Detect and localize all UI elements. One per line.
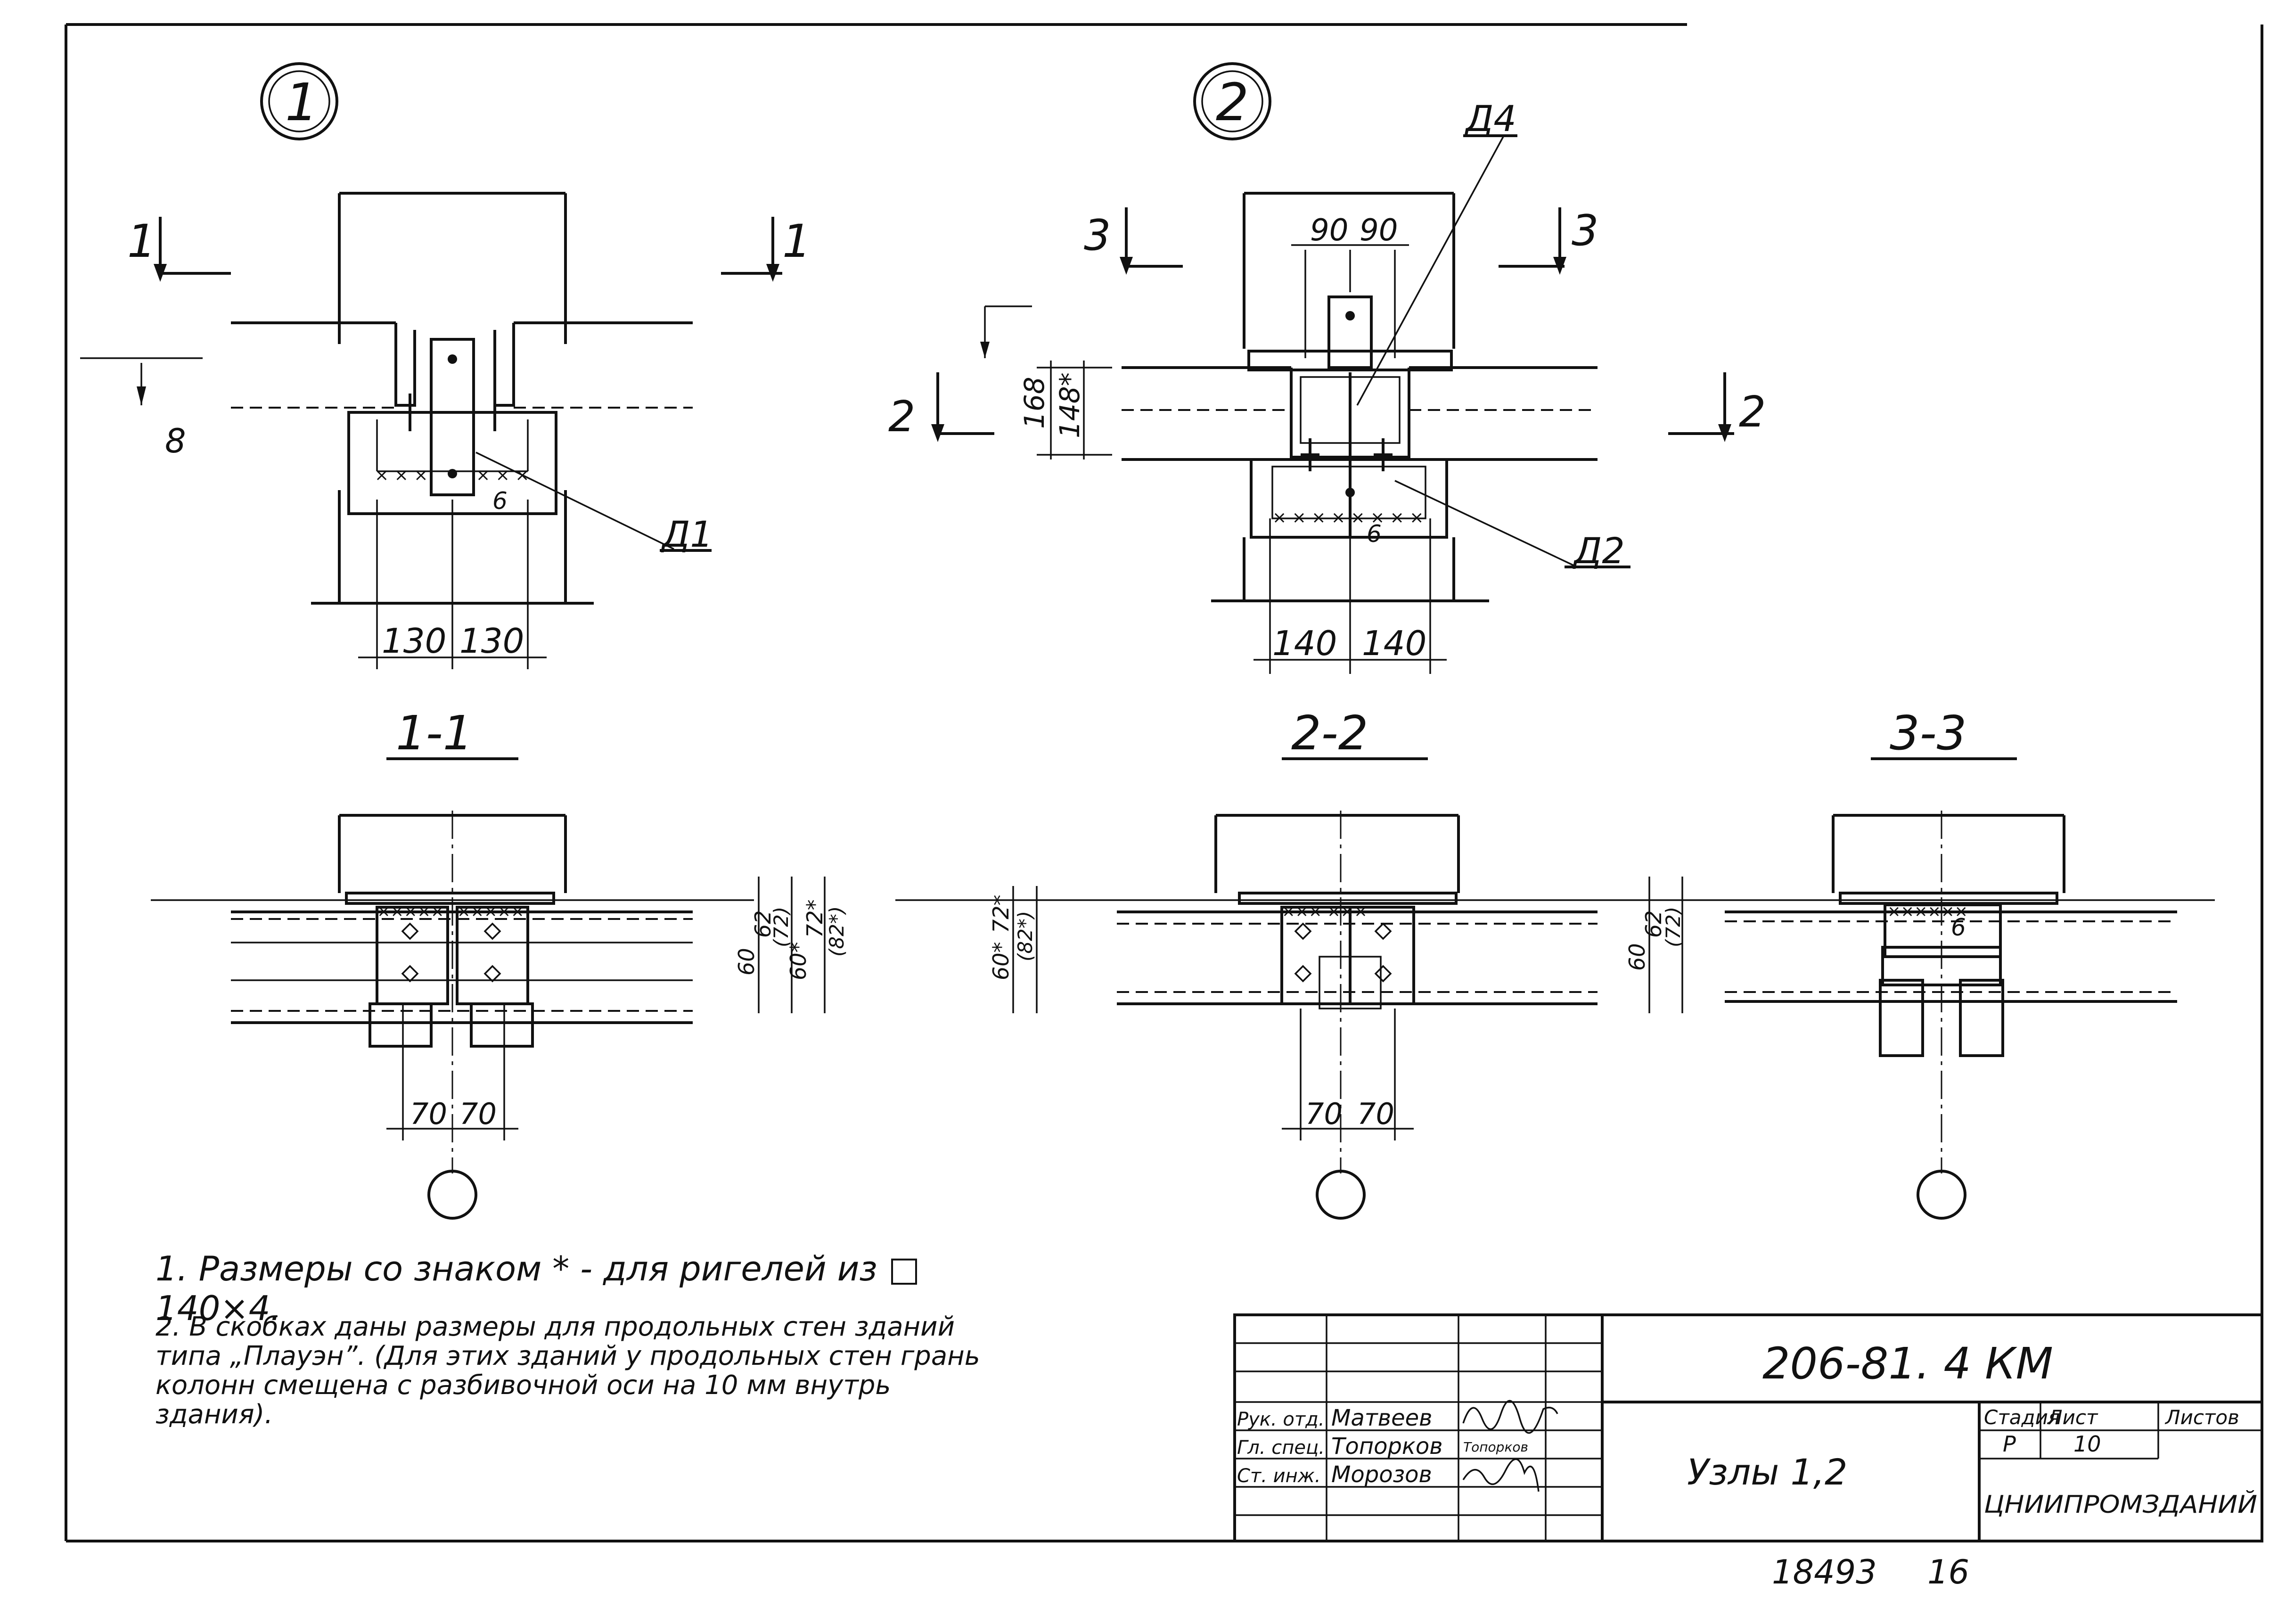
node-1-section-mark-right: 1 xyxy=(782,215,811,268)
sheets-label: Листов xyxy=(2164,1406,2239,1429)
section-1-1-side-dim-2: (72) xyxy=(770,907,793,947)
node-2-weld-label: 6 xyxy=(1367,520,1382,548)
node-1-plan: 1 × × × × × × 6 Д1 1 xyxy=(80,62,811,669)
note-1: 1. Размеры со знаком * - для ригелей из … xyxy=(156,1249,920,1328)
node-2-section-mark-side-left: 2 xyxy=(888,392,915,442)
svg-text:××× ×××: ××× ××× xyxy=(1282,902,1368,921)
signature-text-1: Топорков xyxy=(1463,1439,1528,1455)
section-2-2-dim-left: 70 xyxy=(1305,1097,1343,1131)
section-2-2-dim-right: 70 xyxy=(1357,1097,1394,1131)
section-2-2-side-dim-left-0: 60* xyxy=(988,942,1014,980)
section-2-2-side-dim-left-1: 72* xyxy=(988,894,1014,933)
section-3-3-title: 3-3 xyxy=(1890,705,1966,761)
title-block: 206-81. 4 КМ Узлы 1,2 Стадия Лист Листов… xyxy=(1233,1313,2263,1542)
section-1-1-dim-left: 70 xyxy=(410,1097,447,1131)
archive-number: 18493 xyxy=(1772,1553,1877,1591)
node-marker-1-label: 1 xyxy=(285,72,318,132)
role-0: Рук. отд. xyxy=(1237,1409,1325,1430)
name-0: Матвеев xyxy=(1331,1405,1432,1431)
node-1-weld-label: 6 xyxy=(492,487,508,515)
svg-text:××××××: ×××××× xyxy=(1887,902,1968,921)
signature-0 xyxy=(1462,1400,1558,1434)
signature-2 xyxy=(1462,1458,1540,1492)
node-marker-2 xyxy=(1193,62,1271,140)
node-2-part-label-bottom: Д2 xyxy=(1573,530,1625,572)
section-2-2-axis-marker xyxy=(1316,1170,1366,1220)
section-2-2-side-dim-right-0: 60 xyxy=(1624,943,1650,971)
stage-label: Стадия xyxy=(1984,1406,2060,1429)
name-1: Топорков xyxy=(1331,1433,1443,1460)
svg-text:× × × × × × × ×: × × × × × × × × xyxy=(1272,508,1424,527)
svg-text:× × ×: × × × xyxy=(375,466,428,485)
node-2-plan: 2 × × × × × × × × 6 Д4 xyxy=(888,62,1766,674)
section-1-1-side-dim-5: (82*) xyxy=(825,906,848,957)
section-1-1-side-dim-1: 62 xyxy=(750,910,776,938)
section-1-1-dim-right: 70 xyxy=(459,1097,497,1131)
node-2-dim-height-inner: 148* xyxy=(1054,372,1086,438)
section-3-3-weld-label: 6 xyxy=(1951,914,1966,941)
section-1-1: 1-1 ××××× ××××× 70 70 60 62 (72) 60* xyxy=(151,705,848,1220)
node-1-section-mark-left: 1 xyxy=(127,215,156,268)
node-2-dim-top-right: 90 xyxy=(1360,213,1398,248)
sheet-title: Узлы 1,2 xyxy=(1687,1451,1847,1493)
section-1-1-axis-marker xyxy=(427,1170,477,1220)
svg-text:×××××: ××××× xyxy=(377,902,444,921)
node-1-dim-small: 8 xyxy=(165,422,186,460)
role-2: Ст. инж. xyxy=(1237,1465,1321,1487)
section-3-3: 3-3 ×××××× 6 xyxy=(1720,705,2215,1220)
section-2-2-title: 2-2 xyxy=(1291,705,1368,761)
sheet-label: Лист xyxy=(2047,1406,2098,1429)
organization: ЦНИИПРОМЗДАНИЙ xyxy=(1984,1490,2257,1519)
section-2-2: 2-2 ××× ××× 70 70 60* 72* (82*) 60 6 xyxy=(895,705,1720,1220)
role-1: Гл. спец. xyxy=(1237,1437,1325,1459)
section-2-2-side-dim-left-2: (82*) xyxy=(1014,911,1037,961)
section-3-3-axis-marker xyxy=(1917,1170,1966,1220)
note-2: 2. В скобках даны размеры для продольных… xyxy=(156,1312,980,1430)
node-2-section-mark-side-right: 2 xyxy=(1739,387,1766,437)
section-2-2-side-dim-right-1: 62 xyxy=(1641,910,1666,938)
node-2-dim-left: 140 xyxy=(1272,623,1337,663)
section-1-1-title: 1-1 xyxy=(396,705,473,761)
node-2-section-mark-left: 3 xyxy=(1084,211,1111,260)
node-2-dim-right: 140 xyxy=(1362,623,1426,663)
svg-text:× × ×: × × × xyxy=(476,466,529,485)
sheet-value: 10 xyxy=(2073,1431,2101,1457)
node-1-part-label: Д1 xyxy=(661,513,713,555)
node-1-dim-left: 130 xyxy=(382,621,446,661)
node-1-dim-right: 130 xyxy=(459,621,524,661)
stage-value: Р xyxy=(2003,1431,2016,1457)
node-marker-1 xyxy=(260,62,338,140)
node-2-dim-height-outer: 168 xyxy=(1018,377,1050,429)
node-marker-2-label: 2 xyxy=(1216,72,1249,132)
svg-text:×××××: ××××× xyxy=(457,902,524,921)
section-1-1-side-dim-3: 60* xyxy=(786,942,811,980)
node-2-dim-top-left: 90 xyxy=(1310,213,1348,248)
footer: 18493 16 xyxy=(1772,1553,1969,1591)
section-1-1-side-dim-0: 60 xyxy=(734,948,759,976)
section-2-2-side-dim-right-2: (72) xyxy=(1662,907,1685,947)
name-2: Морозов xyxy=(1331,1461,1432,1488)
page-number: 16 xyxy=(1927,1553,1969,1591)
node-2-section-mark-right: 3 xyxy=(1572,206,1598,255)
node-2-part-label-top: Д4 xyxy=(1464,98,1516,139)
title-code: 206-81. 4 КМ xyxy=(1762,1338,2053,1389)
section-1-1-side-dim-4: 72* xyxy=(802,899,827,938)
